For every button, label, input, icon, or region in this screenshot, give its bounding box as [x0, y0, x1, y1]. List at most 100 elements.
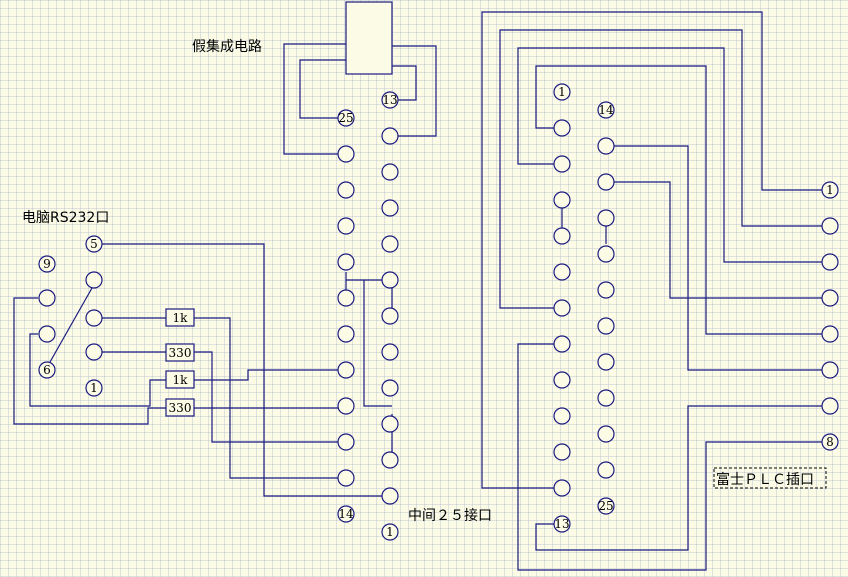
- pc-pin-1: [85, 379, 103, 397]
- fake-ic-label: 假集成电路: [192, 38, 262, 55]
- fuji-plc-label-box: [713, 467, 827, 489]
- mid-pin-17: [337, 397, 355, 415]
- plc-wire-8: [517, 343, 822, 571]
- resistor-330-b: [165, 398, 195, 417]
- mid-pin-14-label: 14: [338, 507, 354, 521]
- plc-pin-19: [597, 281, 615, 299]
- mid-pin-6: [381, 343, 399, 361]
- pc-rs232-connector: 电脑RS232口 9 5 6 1: [22, 210, 109, 397]
- mid-pin-19: [337, 325, 355, 343]
- plc-socket-pin-1-label: 1: [826, 183, 834, 197]
- mid-pin-1: [381, 523, 399, 541]
- plc-socket-pin-8-label: 8: [826, 435, 834, 449]
- mid-pin-25-label: 25: [338, 111, 353, 125]
- mid-pin-10: [381, 199, 399, 217]
- plc-socket-pin-7: [821, 397, 839, 415]
- pc-pin-1-label: 1: [90, 381, 98, 395]
- plc-socket-pin-2: [821, 217, 839, 235]
- mid-pin-5: [381, 379, 399, 397]
- pc-pin-7: [38, 325, 56, 343]
- plc-loop-3: [517, 47, 822, 263]
- plc-pin-7: [553, 299, 571, 317]
- mid-pin-24: [337, 145, 355, 163]
- resistor-330-b-label: 330: [169, 401, 192, 415]
- plc-socket-pin-3: [821, 253, 839, 271]
- pc9-6-diag: [49, 287, 93, 363]
- plc-pin-17: [597, 209, 615, 227]
- mid-pin-7: [381, 307, 399, 325]
- plc-pin-8: [553, 335, 571, 353]
- pc-pin-4: [85, 271, 103, 289]
- plc-socket-pins: 1 8 富士ＰＬＣ插口: [713, 181, 839, 489]
- plc-wire-14: [614, 145, 822, 371]
- pc-r330-right: [194, 351, 338, 443]
- plc-pin-15: [597, 137, 615, 155]
- plc-pin-13: [553, 515, 571, 533]
- plc-socket-pin-1: [821, 181, 839, 199]
- plc-pin-4: [553, 191, 571, 209]
- plc-pin-13-label: 13: [554, 517, 569, 531]
- mid-pin-2: [381, 487, 399, 505]
- pc-pin-6-label: 6: [43, 363, 51, 377]
- ic-wire-inner-right: [392, 65, 417, 101]
- plc-pin-6: [553, 263, 571, 281]
- pc-pin-9-label: 9: [43, 257, 51, 271]
- resistor-1k-a: [165, 308, 195, 327]
- plc-pin-3: [553, 155, 571, 173]
- pc-pin-8: [38, 289, 56, 307]
- plc-pin-24: [597, 461, 615, 479]
- plc-pin-25-label: 25: [598, 499, 613, 513]
- mid-pin-13-label: 13: [382, 93, 397, 107]
- plc-socket-pin-4: [821, 289, 839, 307]
- plc-pin-25: [597, 497, 615, 515]
- resistor-1k-b-label: 1k: [173, 373, 189, 387]
- ic-wire-outer-left: [283, 43, 346, 155]
- pc-pin-2: [85, 343, 103, 361]
- wires: [13, 11, 822, 571]
- mid-pin-16: [337, 433, 355, 451]
- plc-pin-9: [553, 371, 571, 389]
- plc-wire-bottom: [535, 405, 822, 551]
- mid-pin-18: [337, 361, 355, 379]
- mid-pin-1-label: 1: [386, 525, 394, 539]
- pc-pin-5: [85, 235, 103, 253]
- middle-25-connector: 25 14 13 1 中间２５接口: [337, 91, 492, 541]
- plc-pin-21: [597, 353, 615, 371]
- plc-pin-23: [597, 425, 615, 443]
- mid-pin-25: [337, 109, 355, 127]
- mid-pin-21: [337, 253, 355, 271]
- plc-pin-18: [597, 245, 615, 263]
- mid-pin-22: [337, 217, 355, 235]
- mid-pin-3: [381, 451, 399, 469]
- plc-pin-1-label: 1: [558, 85, 566, 99]
- resistor-1k-b: [165, 370, 195, 389]
- mid-pin-23: [337, 181, 355, 199]
- plc-pin-12: [553, 479, 571, 497]
- mid-pin-12: [381, 127, 399, 145]
- resistor-330-a: [165, 343, 195, 362]
- mid-pin-20: [337, 289, 355, 307]
- plc-socket-pin-6: [821, 361, 839, 379]
- resistors: 1k 330 1k 330: [165, 308, 195, 417]
- fuji-plc-label: 富士ＰＬＣ插口: [716, 471, 814, 488]
- pc-r1k-b-left: [29, 333, 166, 407]
- mid-pin-8: [381, 271, 399, 289]
- plc-pin-14-label: 14: [598, 103, 614, 117]
- mid-pin-9: [381, 235, 399, 253]
- pc-r330-b-left: [13, 297, 166, 425]
- plc-socket-pin-5: [821, 325, 839, 343]
- plc-pin-16: [597, 173, 615, 191]
- fake-ic-chip: [345, 1, 393, 75]
- mid-pin-14: [337, 505, 355, 523]
- ic-wire-inner-left: [299, 59, 346, 119]
- plc-socket-pin-8: [821, 433, 839, 451]
- mid-pin-15: [337, 469, 355, 487]
- pc-pin-6: [38, 361, 56, 379]
- plc-wire-15: [614, 181, 822, 299]
- plc-pin-2: [553, 119, 571, 137]
- pc-pin-9: [38, 255, 56, 273]
- mid-link-d: [363, 280, 392, 407]
- plc-pin-14: [597, 101, 615, 119]
- plc-pin-1: [553, 83, 571, 101]
